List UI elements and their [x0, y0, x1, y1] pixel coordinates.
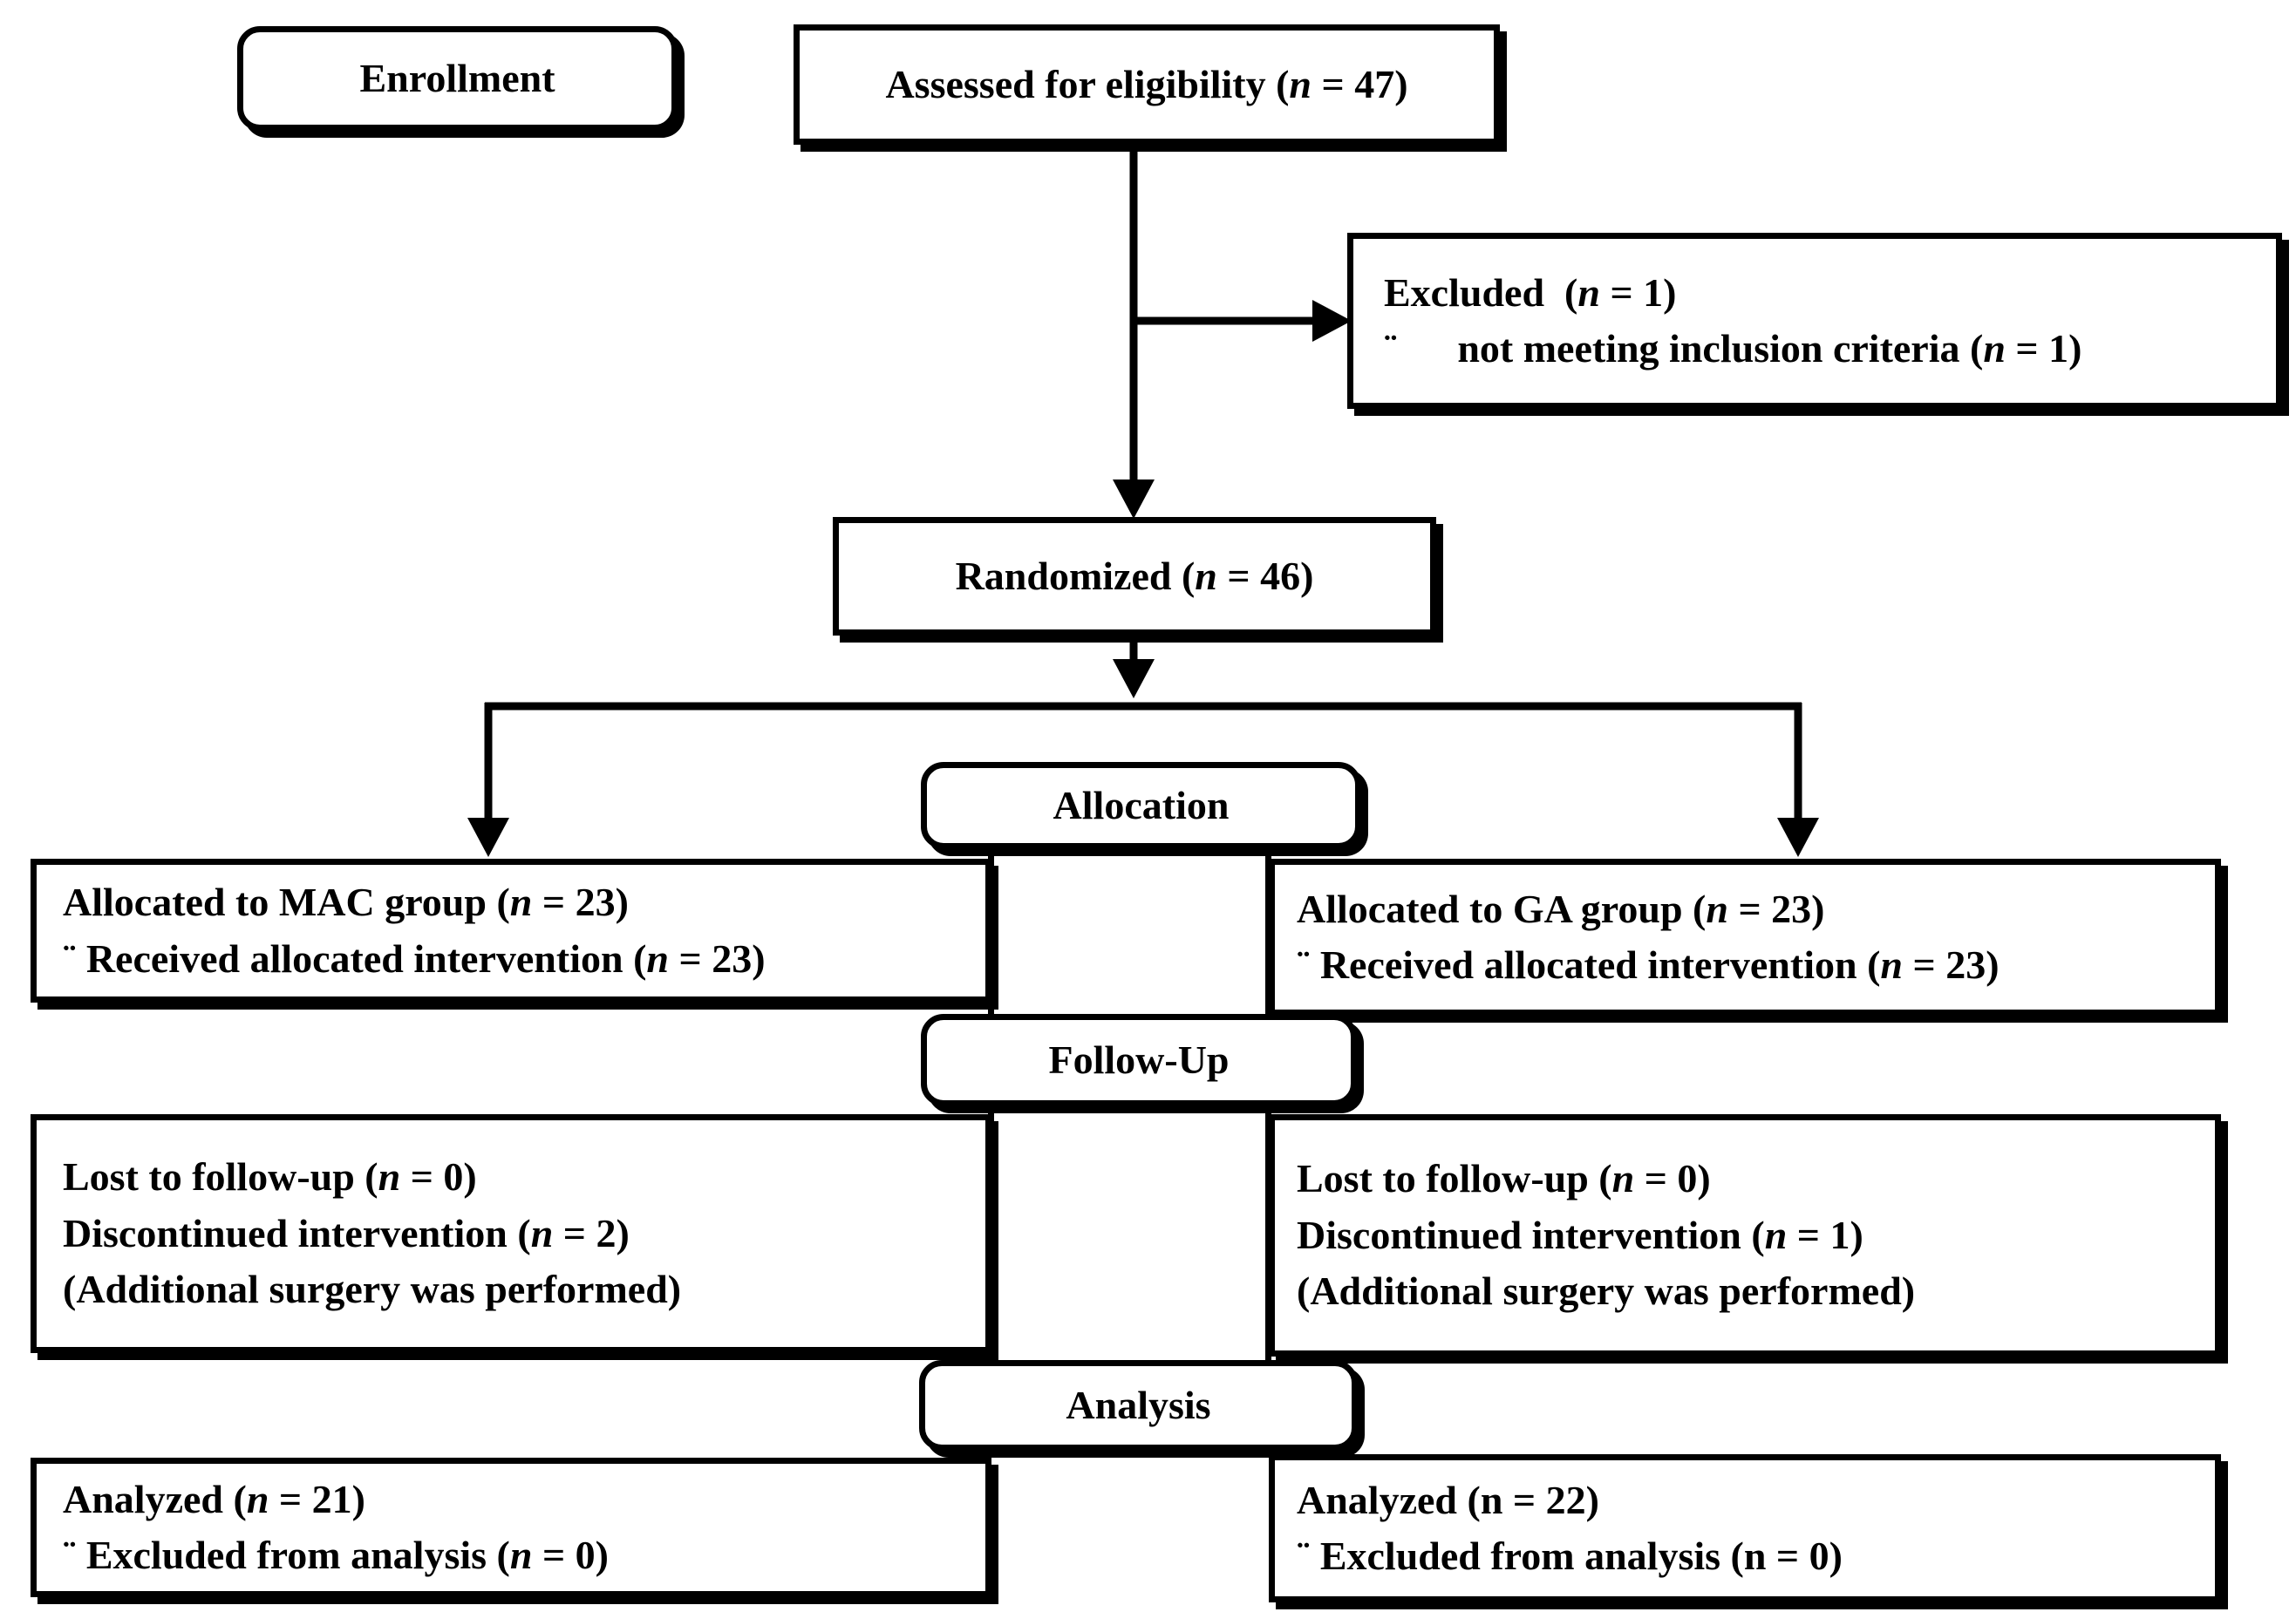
- arrow-to-excluded: [1134, 300, 1352, 342]
- followup-analysis-channel: [988, 1100, 1271, 1366]
- allocated-ga-group-box: Allocated to GA group (n = 23) ¨ Received…: [1269, 859, 2221, 1016]
- analysis-label: Analysis: [1066, 1382, 1211, 1427]
- text-line: ¨ Excluded from analysis (n = 0): [1297, 1534, 1843, 1578]
- text-line: (Additional surgery was performed): [63, 1267, 682, 1312]
- followup-ga-group-box: Lost to follow-up (n = 0) Discontinued in…: [1269, 1114, 2221, 1357]
- text-line: Lost to follow-up (n = 0): [63, 1154, 477, 1200]
- excluded-text: Excluded (n = 1) ¨ not meeting inclusion …: [1384, 265, 2276, 377]
- text-line: Analyzed (n = 21): [63, 1476, 365, 1521]
- text-line: ¨ Excluded from analysis (n = 0): [63, 1533, 609, 1577]
- followup-ga-text: Lost to follow-up (n = 0) Discontinued in…: [1297, 1151, 2204, 1319]
- assessed-text: Assessed for eligibility (n = 47): [885, 61, 1408, 106]
- text-line: ¨ not meeting inclusion criteria (n = 1): [1384, 326, 2082, 371]
- analyzed-mac-text: Analyzed (n = 21) ¨ Excluded from analysi…: [63, 1472, 975, 1584]
- text-line: Excluded (n = 1): [1384, 269, 1677, 315]
- followup-stage-label-box: Follow-Up: [921, 1014, 1357, 1106]
- text-line: ¨ Received allocated intervention (n = 2…: [1297, 942, 2000, 987]
- enrollment-stage-label-box: Enrollment: [237, 26, 678, 131]
- allocation-stage-label-box: Allocation: [921, 762, 1361, 849]
- arrow-split-to-mac: [467, 703, 509, 857]
- followup-mac-group-box: Lost to follow-up (n = 0) Discontinued in…: [31, 1114, 991, 1353]
- assessed-for-eligibility-box: Assessed for eligibility (n = 47): [794, 24, 1500, 145]
- analyzed-ga-group-box: Analyzed (n = 22) ¨ Excluded from analysi…: [1269, 1454, 2221, 1602]
- text-line: Discontinued intervention (n = 1): [1297, 1212, 1863, 1257]
- analyzed-mac-group-box: Analyzed (n = 21) ¨ Excluded from analysi…: [31, 1458, 991, 1597]
- excluded-box: Excluded (n = 1) ¨ not meeting inclusion …: [1347, 233, 2282, 409]
- allocated-mac-text: Allocated to MAC group (n = 23) ¨ Receive…: [63, 874, 975, 987]
- text-line: (Additional surgery was performed): [1297, 1269, 1916, 1314]
- text-line: Analyzed (n = 22): [1297, 1477, 1599, 1522]
- analysis-stage-label-box: Analysis: [919, 1360, 1358, 1451]
- allocated-mac-group-box: Allocated to MAC group (n = 23) ¨ Receive…: [31, 859, 991, 1003]
- text-line: Allocated to GA group (n = 23): [1297, 886, 1825, 931]
- allocation-followup-channel: [988, 841, 1271, 1024]
- text-line: Discontinued intervention (n = 2): [63, 1210, 630, 1255]
- text-line: ¨ Received allocated intervention (n = 2…: [63, 935, 766, 981]
- randomized-text: Randomized (n = 46): [955, 553, 1314, 598]
- followup-mac-text: Lost to follow-up (n = 0) Discontinued in…: [63, 1149, 975, 1317]
- arrow-split-to-ga: [1777, 703, 1819, 857]
- analyzed-ga-text: Analyzed (n = 22) ¨ Excluded from analysi…: [1297, 1473, 2204, 1585]
- followup-label: Follow-Up: [1048, 1037, 1230, 1082]
- arrow-assessed-to-randomized: [1113, 142, 1155, 519]
- allocated-ga-text: Allocated to GA group (n = 23) ¨ Received…: [1297, 881, 2204, 994]
- allocation-label: Allocation: [1053, 782, 1230, 827]
- text-line: Lost to follow-up (n = 0): [1297, 1156, 1711, 1201]
- enrollment-label: Enrollment: [359, 55, 555, 100]
- arrow-randomized-to-split: [1113, 633, 1155, 698]
- randomized-box: Randomized (n = 46): [833, 517, 1436, 636]
- text-line: Allocated to MAC group (n = 23): [63, 880, 629, 925]
